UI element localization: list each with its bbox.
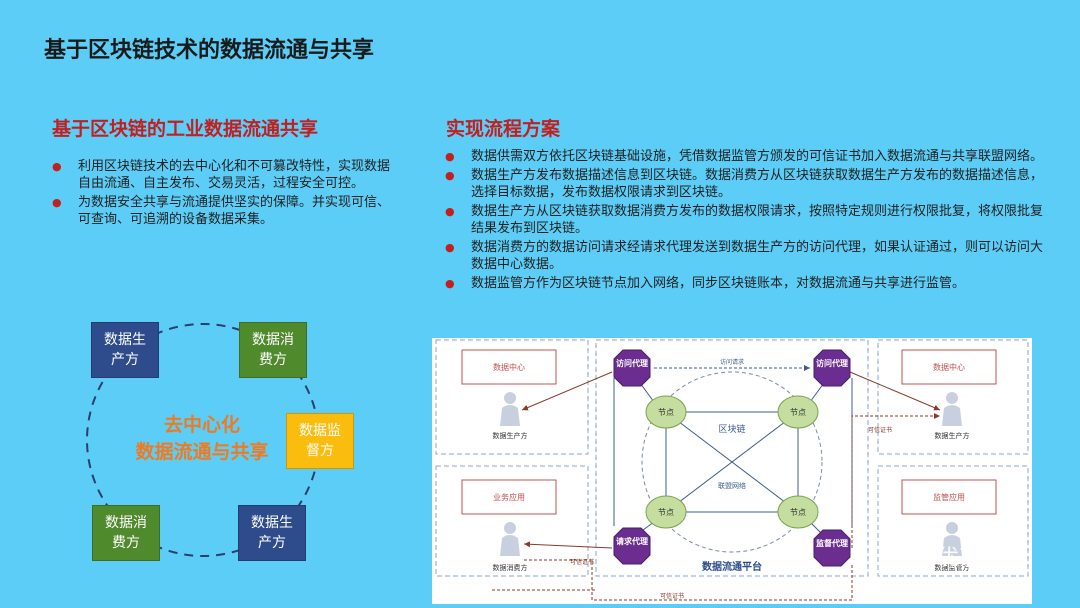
agent-access-top-right: 访问代理 bbox=[816, 358, 848, 368]
list-item: 数据监管方作为区块链节点加入网络，同步区块链账本，对数据流通与共享进行监管。 bbox=[445, 275, 1043, 292]
list-item: 数据生产方从区块链获取数据消费方发布的数据权限请求，按照特定规则进行权限批复，将… bbox=[445, 203, 1043, 237]
cert-label-bottom: 可信证书 bbox=[570, 558, 594, 566]
list-item: 数据消费方的数据访问请求经请求代理发送到数据生产方的访问代理，如果认证通过，则可… bbox=[445, 239, 1043, 273]
right-section-title: 实现流程方案 bbox=[446, 118, 561, 140]
bottom-right-box-label: 监管应用 bbox=[933, 492, 965, 502]
watermark: 优享智库 bbox=[893, 540, 1025, 572]
panel-bottom-left bbox=[435, 465, 589, 577]
left-bullet-list: 利用区块链技术的去中心化和不可篡改特性，实现数据自由流通、自主发布、交易灵活，过… bbox=[52, 158, 402, 230]
list-item: 数据供需双方依托区块链基础设施，凭借数据监管方颁发的可信证书加入数据流通与共享联… bbox=[445, 148, 1043, 165]
cert-label-right: 可信证书 bbox=[868, 426, 892, 434]
bottom-left-user-label: 数据消费方 bbox=[493, 563, 528, 572]
page-title: 基于区块链技术的数据流通与共享 bbox=[44, 38, 375, 63]
node-label: 节点 bbox=[658, 408, 674, 417]
ring-node-supervisor: 数据监督方 bbox=[286, 413, 354, 469]
access-request-label: 访问请求 bbox=[720, 358, 744, 366]
top-right-box-label: 数据中心 bbox=[933, 362, 965, 372]
agent-request: 请求代理 bbox=[616, 536, 648, 546]
blockchain-label: 区块链 bbox=[718, 423, 745, 435]
ring-node-producer-bottom: 数据生产方 bbox=[238, 505, 306, 561]
watermark-text: 优享智库 bbox=[937, 546, 1026, 571]
top-left-user-label: 数据生产方 bbox=[493, 431, 528, 440]
user-icon bbox=[500, 392, 962, 556]
node-label: 节点 bbox=[658, 508, 674, 517]
right-bullet-list: 数据供需双方依托区块链基础设施，凭借数据监管方颁发的可信证书加入数据流通与共享联… bbox=[445, 148, 1043, 294]
panel-top-left bbox=[435, 339, 589, 455]
top-right-user-label: 数据生产方 bbox=[935, 431, 970, 440]
network-label: 联盟网络 bbox=[718, 481, 746, 490]
ring-node-consumer-bottom: 数据消费方 bbox=[92, 505, 160, 561]
list-item: 利用区块链技术的去中心化和不可篡改特性，实现数据自由流通、自主发布、交易灵活，过… bbox=[52, 158, 402, 192]
bottom-right-user-label: 数据监管方 bbox=[935, 563, 970, 572]
node-label: 节点 bbox=[790, 508, 806, 517]
ring-node-consumer-top: 数据消费方 bbox=[239, 322, 307, 378]
node-label: 节点 bbox=[790, 408, 806, 417]
platform-label: 数据流通平台 bbox=[702, 560, 762, 573]
bottom-left-box-label: 业务应用 bbox=[493, 492, 525, 502]
list-item: 为数据安全共享与流通提供坚实的保障。并实现可信、可查询、可追溯的设备数据采集。 bbox=[52, 194, 402, 228]
agent-access-top-left: 访问代理 bbox=[616, 358, 648, 368]
agent-supervise: 监督代理 bbox=[816, 538, 848, 548]
panel-bottom-right bbox=[877, 465, 1029, 577]
ring-center-text: 去中心化 数据流通与共享 bbox=[135, 414, 269, 463]
top-left-box-label: 数据中心 bbox=[493, 362, 525, 372]
panel-platform bbox=[595, 339, 869, 577]
flow-diagram: 数据中心 业务应用 数据中心 监管应用 数据生产方 数据消费方 数据生产方 数据… bbox=[432, 338, 1032, 604]
cert-label-foot: 可信证书 bbox=[660, 592, 684, 600]
wechat-icon bbox=[894, 543, 928, 569]
ring-node-producer-top: 数据生产方 bbox=[91, 322, 159, 378]
left-section-title: 基于区块链的工业数据流通共享 bbox=[52, 118, 319, 140]
panel-top-right bbox=[877, 339, 1029, 455]
list-item: 数据生产方发布数据描述信息到区块链。数据消费方从区块链获取数据生产方发布的数据描… bbox=[445, 167, 1043, 201]
